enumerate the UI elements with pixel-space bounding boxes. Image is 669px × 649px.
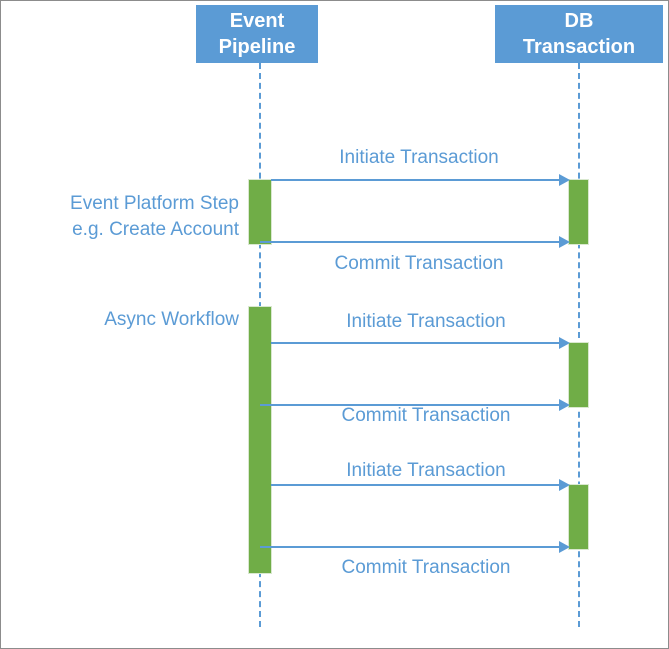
message-label-initiate-3: Initiate Transaction bbox=[346, 460, 506, 481]
message-line-commit-1 bbox=[260, 241, 567, 243]
note-async-workflow: Async Workflow bbox=[11, 307, 239, 333]
message-arrowhead-commit-2 bbox=[559, 399, 570, 411]
note-event-platform-step-line1: Event Platform Step bbox=[70, 193, 239, 214]
message-line-initiate-1 bbox=[271, 179, 567, 181]
activation-db-transaction-2 bbox=[568, 342, 589, 408]
participant-db-transaction[interactable]: DB Transaction bbox=[495, 5, 663, 63]
message-label-initiate-2: Initiate Transaction bbox=[346, 311, 506, 332]
message-arrowhead-commit-3 bbox=[559, 541, 570, 553]
message-line-initiate-3 bbox=[271, 484, 567, 486]
message-label-commit-1: Commit Transaction bbox=[334, 253, 504, 274]
message-line-initiate-2 bbox=[271, 342, 567, 344]
activation-event-pipeline-1 bbox=[248, 179, 272, 245]
note-async-workflow-line1: Async Workflow bbox=[104, 309, 239, 330]
participant-event-pipeline[interactable]: Event Pipeline bbox=[196, 5, 318, 63]
message-label-initiate-1: Initiate Transaction bbox=[339, 147, 499, 168]
activation-db-transaction-1 bbox=[568, 179, 589, 245]
message-line-commit-2 bbox=[260, 404, 567, 406]
message-label-commit-2: Commit Transaction bbox=[341, 405, 511, 426]
message-label-commit-3: Commit Transaction bbox=[341, 557, 511, 578]
participant-db-transaction-line1: DB bbox=[564, 10, 594, 32]
note-event-platform-step: Event Platform Step e.g. Create Account bbox=[11, 191, 239, 243]
participant-event-pipeline-line2: Pipeline bbox=[218, 36, 296, 58]
message-arrowhead-initiate-2 bbox=[559, 337, 570, 349]
message-arrowhead-initiate-1 bbox=[559, 174, 570, 186]
activation-db-transaction-3 bbox=[568, 484, 589, 550]
activation-event-pipeline-2 bbox=[248, 306, 272, 574]
message-arrowhead-initiate-3 bbox=[559, 479, 570, 491]
message-line-commit-3 bbox=[260, 546, 567, 548]
note-event-platform-step-line2: e.g. Create Account bbox=[72, 219, 239, 240]
message-arrowhead-commit-1 bbox=[559, 236, 570, 248]
participant-event-pipeline-line1: Event bbox=[229, 10, 285, 32]
participant-db-transaction-line2: Transaction bbox=[522, 36, 636, 58]
